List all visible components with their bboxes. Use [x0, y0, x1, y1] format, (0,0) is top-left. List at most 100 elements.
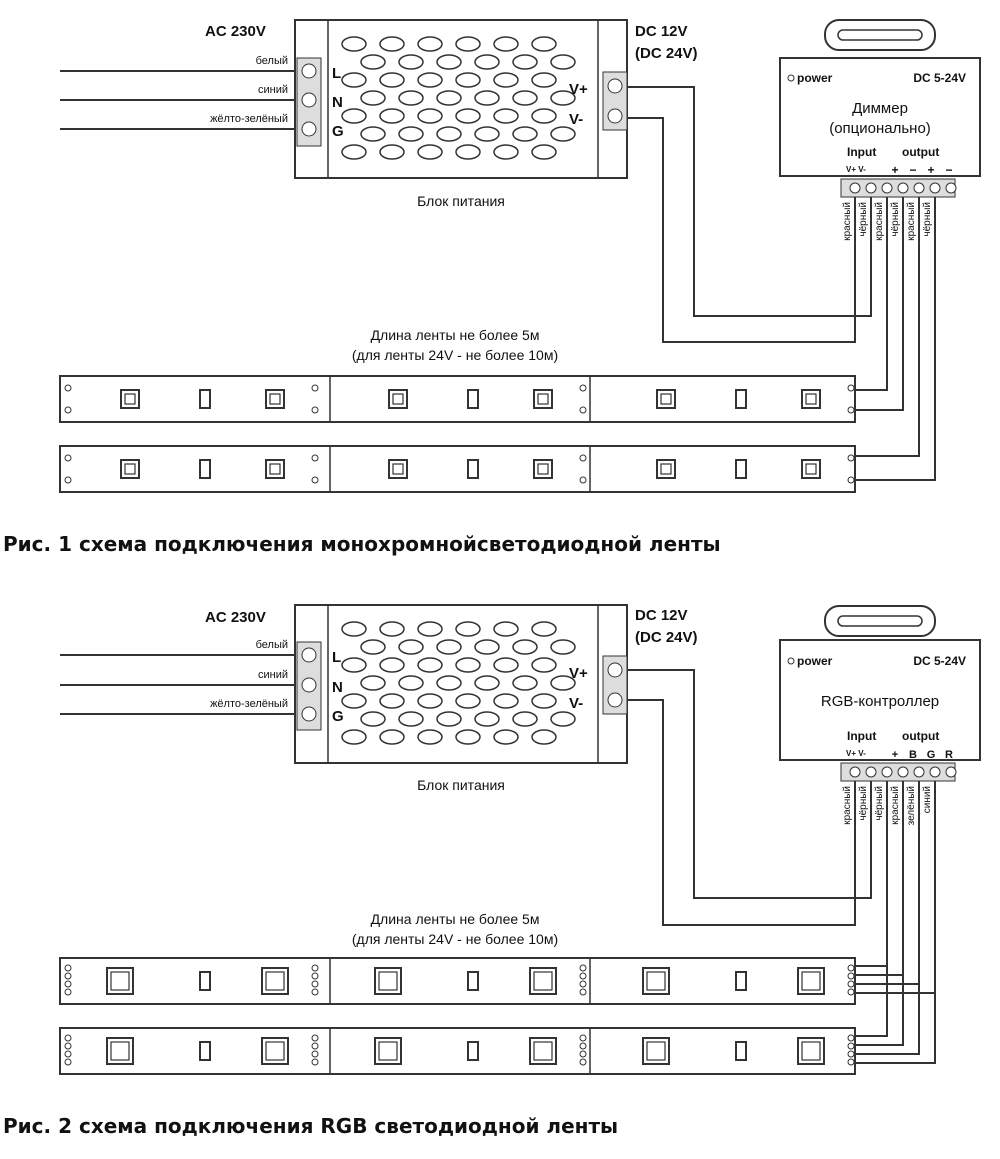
solder-pad	[847, 1050, 855, 1058]
vent-hole	[341, 72, 367, 88]
resistor-icon	[735, 1041, 747, 1061]
vent-hole	[550, 639, 576, 655]
terminal-screw-icon	[849, 766, 861, 778]
vent-hole	[360, 126, 386, 142]
solder-pad	[847, 406, 855, 414]
power-led-icon	[787, 74, 795, 82]
solder-pad	[579, 1058, 587, 1066]
led-chip-inner	[805, 393, 817, 405]
led-chip-inner	[801, 971, 821, 991]
wire-labels: красный чёрный чёрный красный зелёный си…	[842, 786, 933, 825]
length-note-alt: (для ленты 24V - не более 10м)	[352, 347, 558, 363]
output-label: output	[902, 729, 939, 743]
output-pin-1: +	[892, 749, 898, 761]
solder-pad	[64, 406, 72, 414]
output-pin-2: B	[909, 749, 917, 761]
input-label: Input	[847, 145, 876, 159]
output-pin-1: +	[891, 163, 898, 177]
vent-hole	[550, 90, 576, 106]
strip-body	[59, 445, 856, 493]
vent-hole	[379, 621, 405, 637]
led-chip-inner	[533, 971, 553, 991]
wire-label: синий	[922, 786, 933, 813]
wire-label-ground: жёлто-зелёный	[210, 113, 288, 125]
strip-body	[59, 1027, 856, 1075]
resistor-icon	[735, 389, 747, 409]
solder-pad	[311, 476, 319, 484]
vent-hole	[379, 144, 405, 160]
vent-hole	[417, 693, 443, 709]
wire-label-blue: синий	[258, 669, 288, 681]
terminal-G: G	[332, 708, 344, 725]
vent-hole	[436, 126, 462, 142]
solder-pad	[311, 1058, 319, 1066]
dc-label: DC 12V	[635, 607, 688, 624]
solder-pad	[64, 1042, 72, 1050]
vent-hole	[436, 711, 462, 727]
vent-hole	[360, 711, 386, 727]
vent-hole	[531, 657, 557, 673]
solder-pad	[579, 988, 587, 996]
vent-hole	[417, 36, 443, 52]
vent-hole	[455, 657, 481, 673]
vent-hole	[550, 126, 576, 142]
vent-hole	[493, 36, 519, 52]
ac-label: AC 230V	[205, 609, 266, 626]
vent-hole	[379, 657, 405, 673]
led-chip-inner	[660, 463, 672, 475]
led-chip-inner	[392, 463, 404, 475]
terminal-screw-icon	[929, 182, 941, 194]
solder-pad	[847, 980, 855, 988]
wire-label: чёрный	[890, 202, 901, 237]
vent-hole	[398, 639, 424, 655]
output-pin-3: G	[927, 749, 936, 761]
strip-body	[59, 375, 856, 423]
vent-hole	[493, 693, 519, 709]
vent-hole	[417, 108, 443, 124]
vent-hole	[341, 36, 367, 52]
wire-label-ground: жёлто-зелёный	[210, 698, 288, 710]
solder-pad	[847, 988, 855, 996]
vent-hole	[379, 36, 405, 52]
solder-pad	[579, 454, 587, 462]
resistor-icon	[467, 971, 479, 991]
wire-label-white: белый	[256, 55, 288, 67]
led-strip	[59, 1027, 856, 1075]
vent-hole	[398, 54, 424, 70]
solder-pad	[311, 384, 319, 392]
input-pins-label: V+ V-	[846, 749, 866, 758]
length-note: Длина ленты не более 5м	[371, 911, 540, 927]
led-chip-inner	[269, 463, 281, 475]
vent-hole	[379, 693, 405, 709]
terminal-screw-icon	[865, 766, 877, 778]
terminal-screw-icon	[865, 182, 877, 194]
terminal-screw-icon	[945, 766, 957, 778]
ac-wires	[60, 654, 296, 715]
vent-hole	[474, 675, 500, 691]
led-chip-inner	[392, 393, 404, 405]
vent-hole	[436, 90, 462, 106]
figure-caption: Рис. 1 схема подключения монохромнойсвет…	[3, 532, 721, 556]
vent-hole	[398, 675, 424, 691]
solder-pad	[64, 454, 72, 462]
vent-hole	[493, 657, 519, 673]
led-strip	[59, 445, 856, 493]
terminal-screw-icon	[929, 766, 941, 778]
output-pin-3: +	[927, 163, 934, 177]
vent-hole	[417, 621, 443, 637]
resistor-icon	[735, 459, 747, 479]
vent-hole	[436, 54, 462, 70]
terminal-N: N	[332, 94, 343, 111]
led-strip	[59, 375, 856, 423]
terminal-L: L	[332, 65, 341, 82]
ac-wires	[60, 70, 296, 130]
solder-pad	[64, 1050, 72, 1058]
solder-pad	[311, 980, 319, 988]
wire-labels: красный чёрный красный чёрный красный чё…	[842, 202, 933, 241]
wire-label: красный	[874, 202, 885, 241]
voltage-label: DC 5-24V	[913, 71, 966, 85]
resistor-icon	[735, 971, 747, 991]
resistor-icon	[199, 389, 211, 409]
led-chip-inner	[801, 1041, 821, 1061]
wire-label: чёрный	[874, 786, 885, 821]
